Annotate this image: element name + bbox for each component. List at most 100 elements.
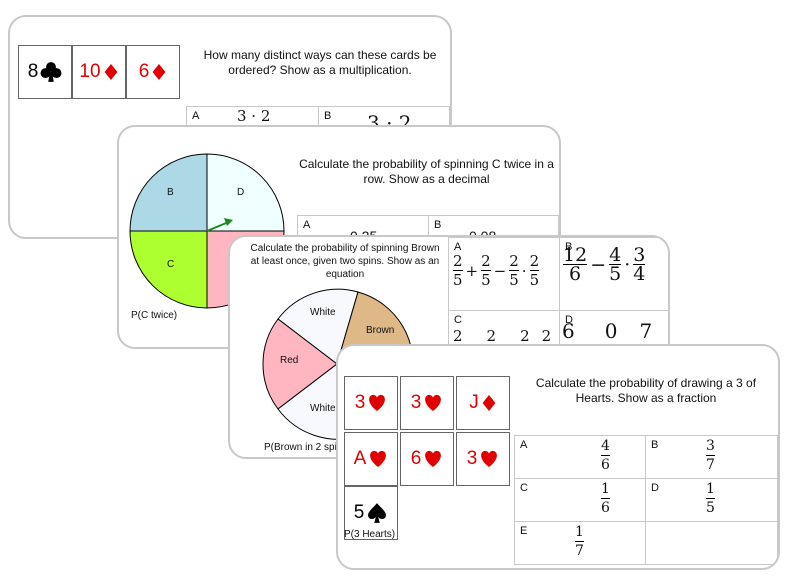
operator: + [465, 261, 479, 280]
numerator: 12 [563, 244, 588, 266]
question-text: Calculate the probability of drawing a 3… [535, 376, 757, 405]
diamond-icon [151, 62, 167, 82]
denominator: 6 [601, 500, 610, 516]
option-label: E [520, 525, 528, 537]
option-label: A [454, 241, 462, 253]
denominator: 6 [601, 457, 610, 473]
numerator: 1 [706, 481, 715, 497]
diamond-icon [103, 62, 119, 82]
operator: − [590, 253, 607, 276]
term: 0 [604, 319, 618, 343]
sector-label: D [237, 187, 245, 198]
denominator: 6 [569, 263, 582, 285]
term: 2 [520, 327, 530, 345]
club-icon [40, 61, 62, 83]
option-label: A [192, 110, 200, 122]
heart-icon [423, 449, 443, 469]
spinner-sector-d [206, 153, 285, 232]
probability-caption: P(C twice) [131, 310, 178, 321]
numerator: 1 [575, 524, 584, 540]
denominator: 4 [633, 263, 646, 285]
numerator: 2 [453, 252, 463, 270]
term: 2 [486, 327, 497, 345]
spinner-sector-red [262, 318, 338, 410]
denominator: 5 [706, 500, 715, 516]
option-label: B [565, 241, 573, 253]
denominator: 7 [575, 543, 584, 559]
playing-card[interactable]: 3 [456, 432, 510, 486]
arrow-head-icon [224, 218, 233, 226]
playing-card[interactable]: A [344, 432, 398, 486]
operator: · [521, 261, 527, 280]
denominator: 5 [509, 271, 519, 289]
question-text: Calculate the probability of spinning C … [299, 157, 554, 186]
answer-option[interactable]: D 1 5 [645, 478, 778, 522]
term: 7 [639, 319, 653, 343]
diamond-icon [481, 393, 497, 413]
option-value: 3 · 2 [237, 107, 271, 125]
numerator: 4 [609, 244, 622, 266]
playing-card[interactable]: 6 [400, 432, 454, 486]
heart-icon [368, 449, 388, 469]
option-label: A [520, 439, 528, 451]
card-rank: J [469, 392, 479, 413]
numerator: 2 [529, 252, 540, 270]
numerator: 1 [601, 481, 610, 497]
question-text: Calculate the probability of spinning Br… [250, 243, 440, 280]
numerator: 2 [481, 252, 491, 270]
sector-label: Brown [366, 325, 395, 336]
card-rank: 6 [410, 448, 422, 469]
option-label: C [520, 482, 528, 494]
denominator: 5 [481, 271, 491, 289]
playing-card[interactable]: J [456, 376, 510, 430]
sector-label: C [167, 259, 175, 270]
card-rank: 3 [466, 448, 478, 469]
playing-card[interactable]: 3 [400, 376, 454, 430]
sector-label: White [310, 403, 336, 414]
question-card-4[interactable]: 3 3 J A 6 3 5 P(3 Hearts) Calculate the … [336, 344, 780, 570]
probability-caption: P(3 Hearts) [344, 529, 396, 540]
card-rank: A [353, 448, 367, 469]
spinner-sector-white-top [277, 288, 359, 365]
sector-label: B [167, 187, 174, 198]
answer-option[interactable]: E 1 7 [514, 521, 646, 565]
spinner-sector-b [129, 153, 208, 232]
numerator: 4 [601, 438, 610, 454]
numerator: 2 [509, 252, 519, 270]
option-label: A [303, 219, 311, 231]
card-rank: 3 [410, 392, 422, 413]
playing-card[interactable]: 5 [344, 486, 398, 540]
playing-card[interactable]: 10 [72, 45, 126, 99]
card-rank: 10 [79, 61, 101, 82]
playing-card[interactable]: 6 [126, 45, 180, 99]
numerator: 3 [633, 244, 646, 266]
operator: · [624, 253, 631, 276]
term: 2 [453, 327, 463, 345]
card-rank: 8 [27, 61, 39, 82]
sector-label: Red [280, 355, 299, 366]
card-rank: 5 [353, 502, 365, 523]
spinner-sector-c [129, 230, 208, 309]
denominator: 7 [706, 457, 715, 473]
card-rank: 3 [354, 392, 366, 413]
heart-icon [423, 393, 443, 413]
option-label: B [651, 439, 659, 451]
option-label: B [434, 219, 442, 231]
playing-card[interactable]: 3 [344, 376, 398, 430]
playing-card[interactable]: 8 [18, 45, 72, 99]
numerator: 3 [706, 438, 715, 454]
option-label: C [454, 314, 462, 326]
option-label: D [651, 482, 659, 494]
